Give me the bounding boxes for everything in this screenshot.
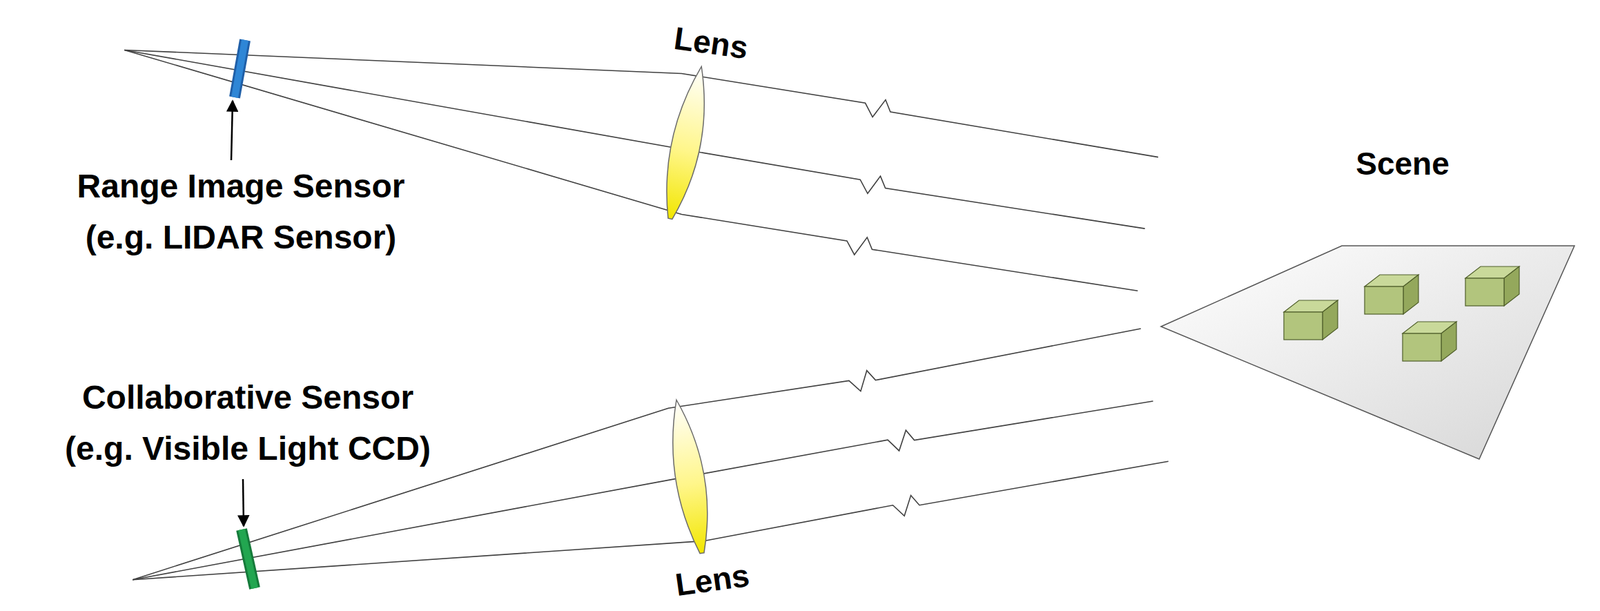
range-sensor-face	[234, 40, 246, 98]
scene-cube	[1364, 274, 1419, 315]
leader-arrow	[231, 100, 233, 161]
lens-label: Lens	[669, 550, 756, 610]
ccd-sensor-face	[241, 529, 255, 589]
light-ray	[124, 49, 1159, 157]
scene-label: Scene	[1352, 139, 1453, 189]
scene-cube	[1283, 300, 1338, 340]
light-ray	[132, 461, 1168, 580]
lens-label: Lens	[668, 13, 755, 73]
leader-arrow	[242, 479, 244, 526]
range-sensor	[234, 40, 246, 98]
lens-shape	[655, 64, 718, 223]
scene-plane	[1161, 245, 1575, 460]
sensor-label: Range Image Sensor (e.g. LIDAR Sensor)	[74, 160, 408, 263]
light-ray	[132, 401, 1153, 580]
sensor-label: Collaborative Sensor (e.g. Visible Light…	[62, 372, 434, 475]
lens-shape	[664, 397, 716, 556]
scene-cube	[1465, 266, 1520, 306]
ccd-sensor	[241, 529, 255, 589]
scene-cube	[1402, 321, 1457, 362]
